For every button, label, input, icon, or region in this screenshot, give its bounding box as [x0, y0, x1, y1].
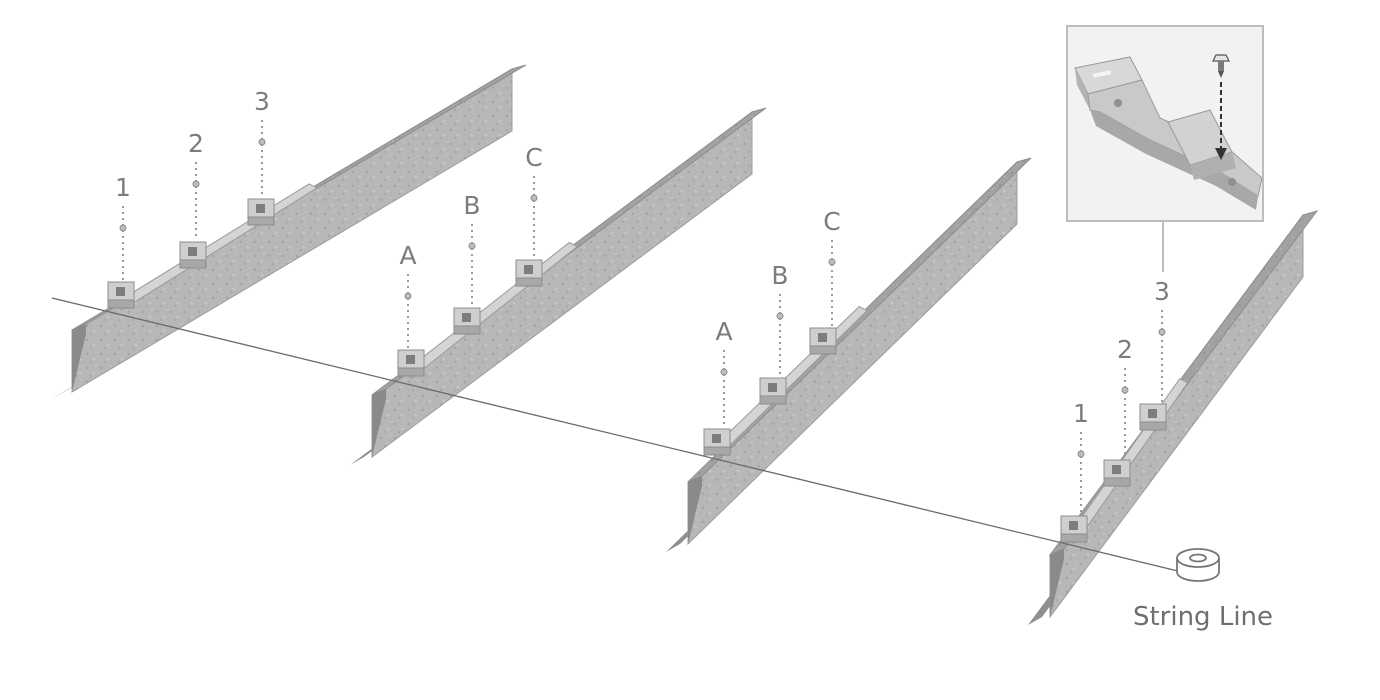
- fastener-label: A: [715, 317, 732, 346]
- purlin-end: [688, 476, 702, 544]
- bracket-2: [453, 307, 481, 335]
- fastener-label: 2: [188, 129, 204, 158]
- bracket-2: [1103, 459, 1131, 487]
- screw-icon: [1121, 386, 1129, 394]
- screw-icon: [720, 368, 728, 376]
- screw-icon: [828, 258, 836, 266]
- bracket-3: [247, 198, 275, 226]
- screw-icon: [1077, 450, 1085, 458]
- screw-icon: [776, 312, 784, 320]
- bracket-1: [107, 281, 135, 309]
- bracket-detail-inset: [1066, 25, 1264, 272]
- string-line-caption: String Line: [1133, 602, 1273, 632]
- fastener-label: 1: [1073, 399, 1089, 428]
- enlarged-bracket: [1074, 56, 1263, 210]
- string-line-spool-icon: [1176, 548, 1220, 582]
- bracket-1: [703, 428, 731, 456]
- fastener-label: 3: [254, 87, 270, 116]
- screw-icon: [119, 224, 127, 232]
- fastener-label: 1: [115, 173, 131, 202]
- screw-icon: [1158, 328, 1166, 336]
- screw-icon: [530, 194, 538, 202]
- bracket-3: [1139, 403, 1167, 431]
- fastener-label: B: [463, 191, 480, 220]
- bracket-1: [397, 349, 425, 377]
- fastener-label: B: [771, 261, 788, 290]
- screw-icon: [192, 180, 200, 188]
- string-line: [51, 297, 1183, 573]
- bracket-2: [759, 377, 787, 405]
- string-line-path: [51, 297, 1183, 573]
- brackets-layer: [107, 198, 1167, 543]
- fastener-label: 3: [1154, 277, 1170, 306]
- screw-icon: [468, 242, 476, 250]
- fastener-label: C: [823, 207, 840, 236]
- purlin-end: [1050, 549, 1064, 617]
- bracket-1: [1060, 515, 1088, 543]
- screw-icon: [404, 292, 412, 300]
- steel-purlin-4: [1028, 210, 1319, 625]
- purlin-end: [372, 389, 386, 457]
- bracket-2: [179, 241, 207, 269]
- screw-icon: [1212, 54, 1230, 78]
- fastener-label: C: [525, 143, 542, 172]
- screw-icon: [258, 138, 266, 146]
- fastener-label: A: [399, 241, 416, 270]
- fastener-label: 2: [1117, 335, 1133, 364]
- purlin-end: [72, 324, 86, 392]
- bracket-3: [809, 327, 837, 355]
- steel-purlin-3: [666, 157, 1032, 552]
- bracket-3: [515, 259, 543, 287]
